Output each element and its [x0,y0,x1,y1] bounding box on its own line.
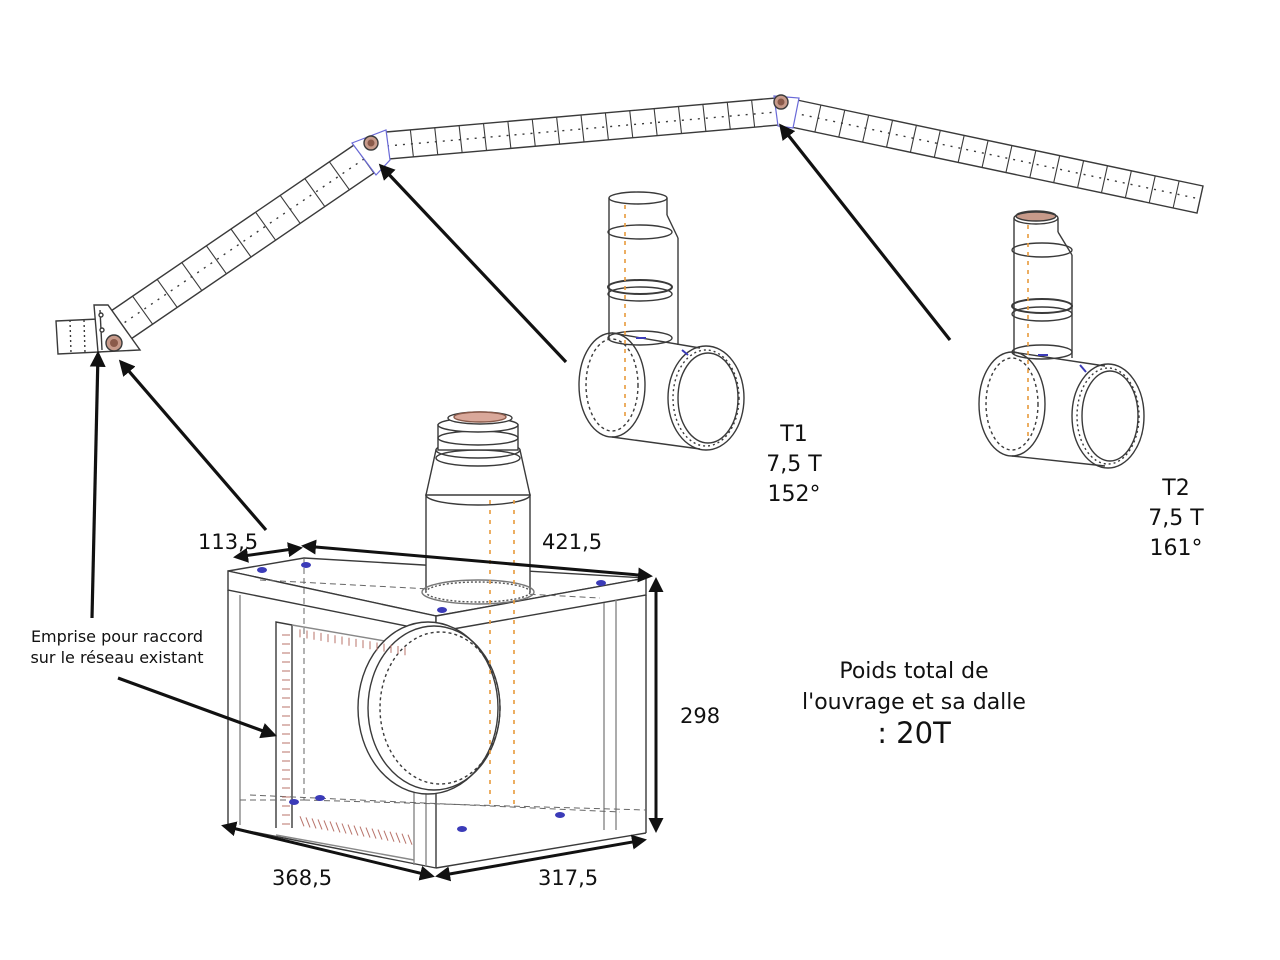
dimension-bottom-left: 368,5 [272,866,333,890]
dimension-bottom-right: 317,5 [538,866,599,890]
tee-t2-label: T2 7,5 T 161° [1144,474,1208,564]
connection-note: Emprise pour raccord sur le réseau exist… [14,626,220,668]
tee-t2-weight: 7,5 T [1148,506,1204,531]
pipe-stub-left [55,318,101,355]
tee-t1-label: T1 7,5 T 152° [762,420,826,510]
tee-t1-weight: 7,5 T [766,452,822,477]
connection-note-line1: Emprise pour raccord [30,627,204,646]
dimension-lines [221,539,664,882]
chamber-box-drawing [227,411,647,869]
dim-line-113-5 [233,542,303,563]
connection-note-line2: sur le réseau existant [30,648,204,667]
tee-t2-angle: 161° [1149,536,1203,561]
dim-line-421-5 [301,539,653,583]
arrow-to-t1-joint [378,163,568,364]
tee-t1-name: T1 [780,422,808,447]
total-weight-note: Poids total de l'ouvrage et sa dalle : 2… [776,656,1052,749]
pipe-segment-right [790,99,1204,214]
arrow-to-support [89,350,106,619]
tee-t1-angle: 152° [767,482,821,507]
tee-t2-drawing [978,210,1145,469]
tee-t1-drawing [578,191,745,451]
dimension-height: 298 [680,704,721,728]
dimension-top-right: 421,5 [542,530,603,554]
dim-line-368-5 [221,821,435,881]
joint-knuckle-t2 [773,94,800,129]
joint-knuckle-start [105,334,123,352]
dim-line-317-5 [435,834,647,882]
arrow-to-pipe-end [118,359,268,532]
pipe-support-bracket [93,304,142,353]
tee-t2-name: T2 [1162,476,1190,501]
total-weight-line2: l'ouvrage et sa dalle [802,690,1026,715]
arrow-to-t2-joint [779,123,952,341]
total-weight-value: : 20T [877,716,951,750]
total-weight-line1: Poids total de [839,659,989,684]
pipeline-run [55,97,1204,355]
arrow-to-opening [117,676,278,739]
dimension-top-left: 113,5 [198,530,259,554]
callout-arrows [89,123,952,739]
